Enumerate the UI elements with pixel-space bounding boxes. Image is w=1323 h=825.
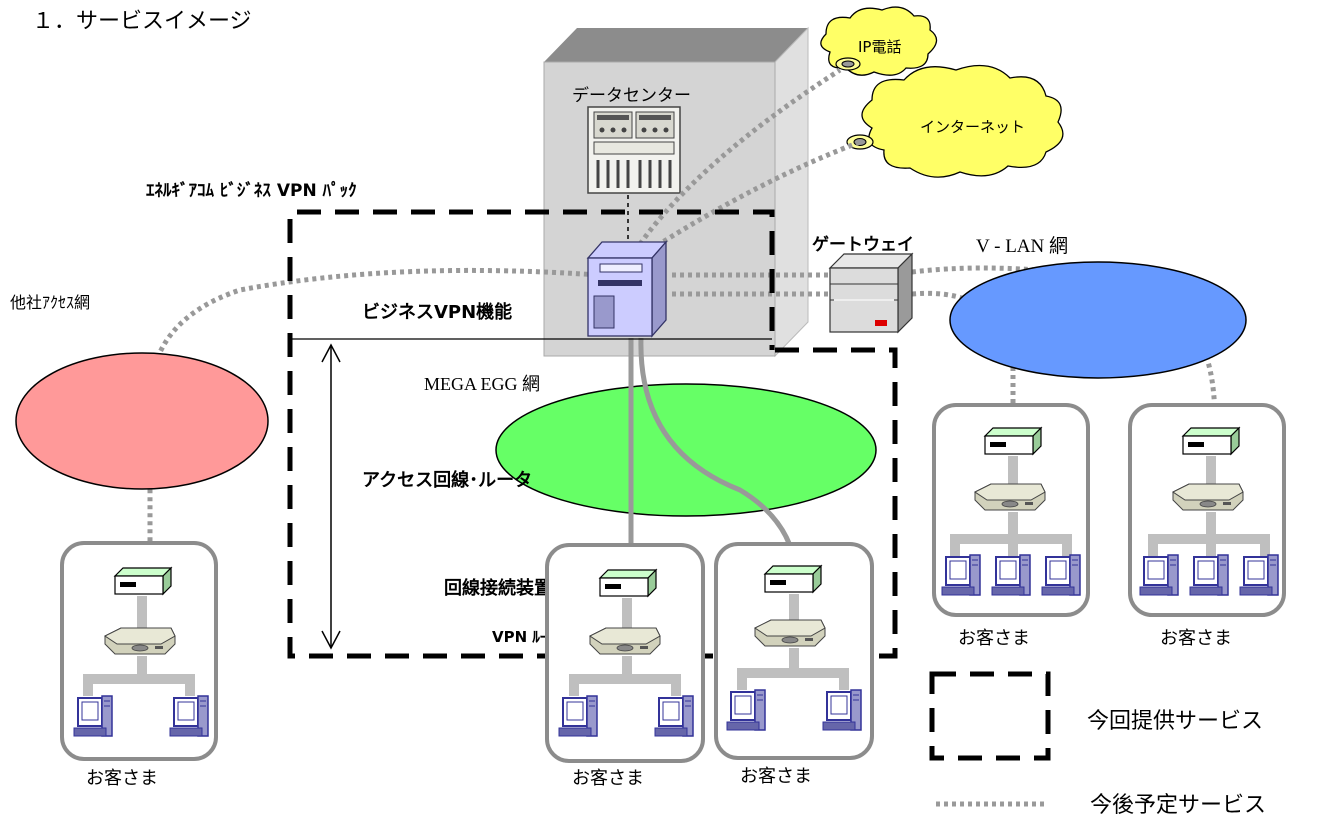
vlan-network-label: V - LAN 網	[976, 235, 1068, 257]
customer-site-1	[60, 541, 218, 761]
current-service-boundary	[287, 209, 898, 659]
legend-current-service-swatch	[929, 671, 1051, 761]
customer-site-2	[545, 543, 705, 763]
legend-current-service-label: 今回提供サービス	[1087, 709, 1263, 734]
other-access-network	[15, 352, 269, 490]
mega-egg-network	[495, 383, 877, 517]
customer-label-4: お客さま	[958, 628, 1030, 649]
business-vpn-label: ビジネスVPN機能	[362, 301, 512, 323]
customer-label-5: お客さま	[1160, 628, 1232, 649]
customer-label-1: お客さま	[86, 768, 158, 789]
internet-cloud	[846, 64, 1064, 178]
gateway-device-icon	[828, 252, 914, 334]
access-scope-arrow	[321, 343, 341, 650]
access-line-router-label: アクセス回線･ルータ	[362, 469, 532, 491]
page-title: １．サービスイメージ	[32, 9, 252, 34]
vpn-connection-lines	[628, 337, 799, 571]
data-center-label: データセンター	[572, 85, 691, 106]
other-access-network-label: 他社ｱｸｾｽ網	[10, 293, 90, 312]
mega-egg-network-label: MEGA EGG 網	[424, 374, 540, 394]
customer-label-2: お客さま	[572, 768, 644, 789]
ip-phone-cloud	[820, 6, 938, 76]
gateway-label: ゲートウェイ	[812, 234, 914, 255]
vlan-network	[949, 261, 1247, 379]
vpn-router-label: VPN ﾙｰﾀ	[492, 628, 555, 646]
customer-label-3: お客さま	[740, 766, 812, 787]
line-connection-device-label: 回線接続装置	[444, 577, 552, 599]
package-name-label: ｴﾈﾙｷﾞｱｺﾑ ﾋﾞｼﾞﾈｽ VPN ﾊﾟｯｸ	[146, 180, 357, 201]
legend-future-service-label: 今後予定サービス	[1090, 793, 1266, 818]
server-rack-icon	[587, 106, 681, 194]
customer-site-4	[932, 403, 1090, 617]
internet-label: インターネット	[920, 118, 1025, 136]
vpn-equipment-icon	[586, 240, 668, 338]
customer-site-3	[714, 542, 874, 760]
customer-site-5	[1128, 403, 1286, 617]
legend: 今回提供サービス 今後予定サービス	[929, 671, 1266, 818]
ip-phone-label: IP電話	[858, 38, 901, 56]
